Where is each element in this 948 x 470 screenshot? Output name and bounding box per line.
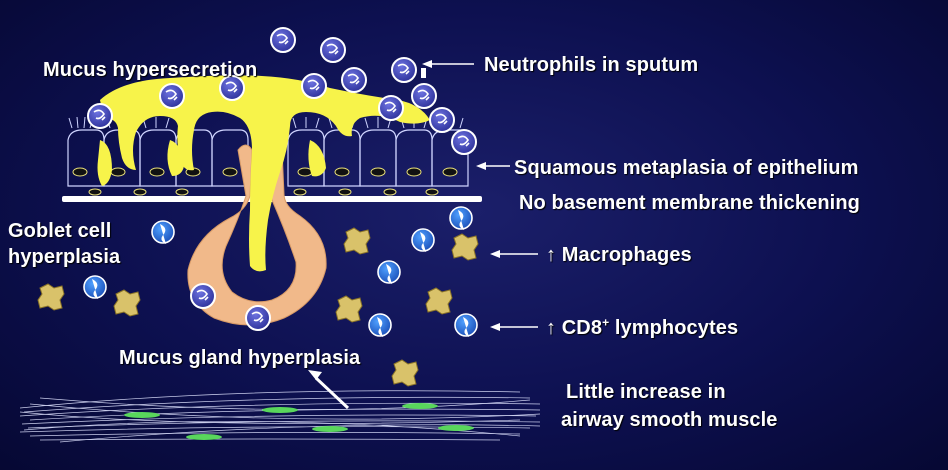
label-smooth-muscle-line2: airway smooth muscle (561, 409, 778, 431)
macrophages (37, 227, 479, 387)
neutrophil (87, 103, 113, 129)
epithelial-nuclei (72, 167, 458, 196)
mucus-gland (187, 144, 327, 326)
label-macrophages: ↑ Macrophages (546, 244, 692, 266)
label-mucus-gland-hyperplasia: Mucus gland hyperplasia (119, 347, 361, 369)
macrophage (335, 295, 363, 323)
muscle-nuclei (124, 403, 474, 440)
neutrophil (411, 83, 437, 109)
macrophage (37, 283, 65, 311)
lymphocyte (151, 220, 175, 244)
neutrophil (378, 95, 404, 121)
label-smooth-muscle-line1: Little increase in (566, 381, 726, 403)
lymphocyte (368, 313, 392, 337)
neutrophil (341, 67, 367, 93)
macrophage (343, 227, 371, 255)
pointer-arrows (308, 60, 538, 410)
label-goblet-cell-line1: Goblet cell (8, 220, 112, 242)
macrophage (425, 287, 453, 315)
neutrophil (219, 75, 245, 101)
label-mucus-hypersecretion: Mucus hypersecretion (43, 59, 258, 81)
neutrophil (245, 305, 271, 331)
neutrophil (159, 83, 185, 109)
lymphocyte (83, 275, 107, 299)
label-no-basement-membrane: No basement membrane thickening (519, 192, 860, 214)
lymphocyte (411, 228, 435, 252)
lymphocyte (454, 313, 478, 337)
neutrophil (429, 107, 455, 133)
macrophage (451, 233, 479, 261)
neutrophil (270, 27, 296, 53)
neutrophil (451, 129, 477, 155)
label-squamous-metaplasia: Squamous metaplasia of epithelium (514, 157, 859, 179)
neutrophil (301, 73, 327, 99)
smooth-muscle (19, 390, 541, 443)
macrophage (391, 359, 419, 387)
neutrophil (391, 57, 417, 83)
lymphocyte (449, 206, 473, 230)
mucus-layer (100, 75, 430, 272)
neutrophils (87, 27, 477, 331)
macrophage (113, 289, 141, 317)
lymphocytes (83, 206, 478, 337)
label-cd8-lymphocytes: ↑ CD8+ lymphocytes (546, 315, 739, 339)
label-neutrophils-in-sputum: Neutrophils in sputum (484, 54, 699, 76)
label-goblet-cell-line2: hyperplasia (8, 246, 121, 268)
neutrophil (190, 283, 216, 309)
lymphocyte (377, 260, 401, 284)
neutrophil (320, 37, 346, 63)
